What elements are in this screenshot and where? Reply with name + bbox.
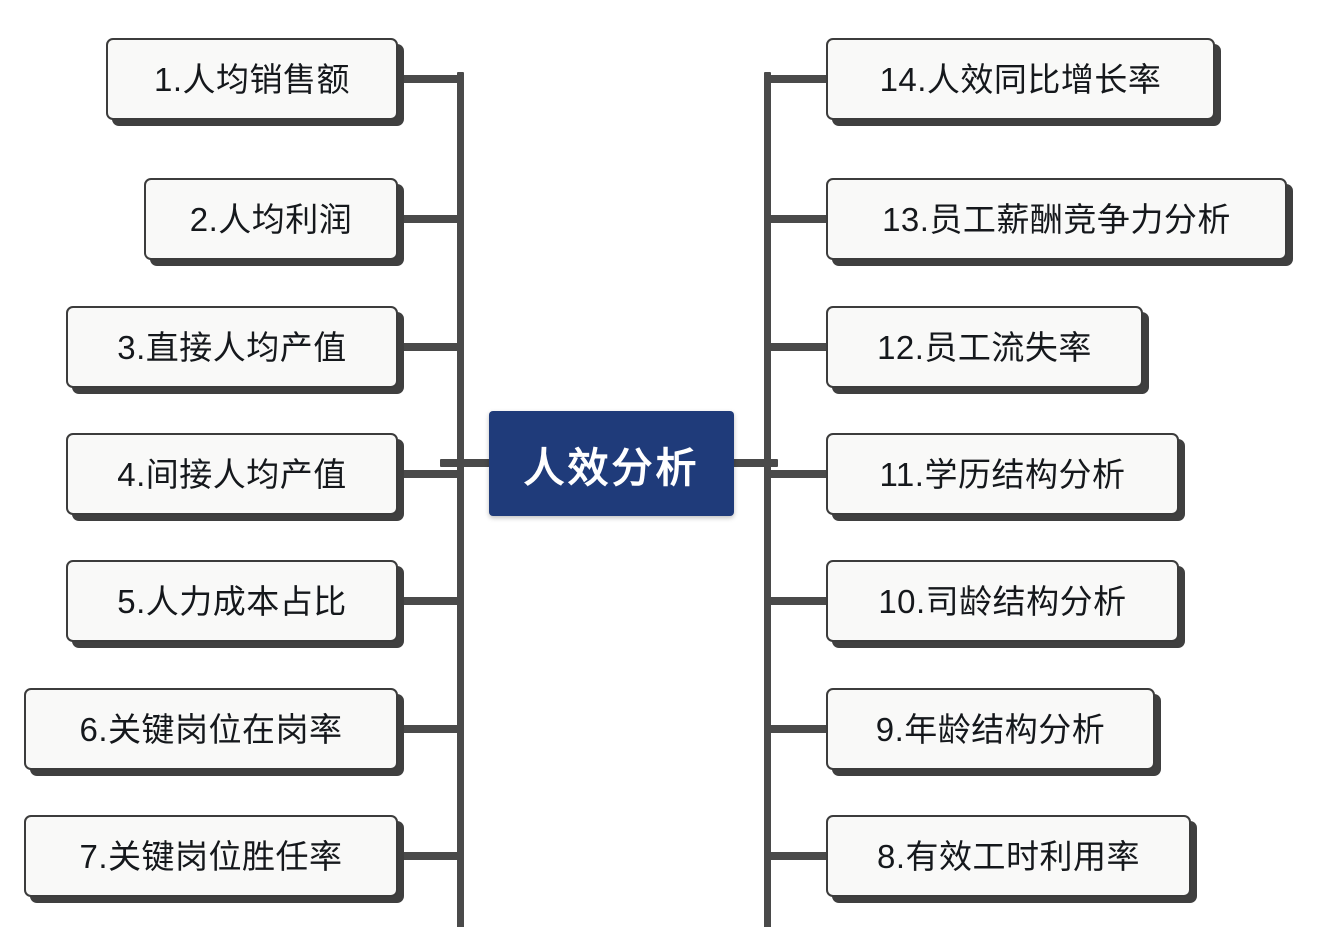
node-5[interactable]: 5.人力成本占比 bbox=[66, 560, 398, 642]
right-branch-spine bbox=[764, 72, 771, 927]
left-connector-5 bbox=[398, 597, 462, 605]
left-connector-1 bbox=[398, 75, 462, 83]
node-4[interactable]: 4.间接人均产值 bbox=[66, 433, 398, 515]
left-connector-6 bbox=[398, 725, 462, 733]
right-connector-13 bbox=[764, 215, 830, 223]
left-branch-spine bbox=[457, 72, 464, 927]
node-9[interactable]: 9.年龄结构分析 bbox=[826, 688, 1155, 770]
node-3[interactable]: 3.直接人均产值 bbox=[66, 306, 398, 388]
right-connector-8 bbox=[764, 852, 830, 860]
right-connector-14 bbox=[764, 75, 830, 83]
node-10[interactable]: 10.司龄结构分析 bbox=[826, 560, 1179, 642]
right-connector-12 bbox=[764, 343, 830, 351]
right-branch-trunk bbox=[730, 459, 778, 467]
node-8[interactable]: 8.有效工时利用率 bbox=[826, 815, 1191, 897]
left-connector-7 bbox=[398, 852, 462, 860]
node-11[interactable]: 11.学历结构分析 bbox=[826, 433, 1179, 515]
left-branch-trunk bbox=[440, 459, 492, 467]
node-7[interactable]: 7.关键岗位胜任率 bbox=[24, 815, 398, 897]
left-connector-3 bbox=[398, 343, 462, 351]
node-6[interactable]: 6.关键岗位在岗率 bbox=[24, 688, 398, 770]
left-connector-4 bbox=[398, 470, 462, 478]
node-14[interactable]: 14.人效同比增长率 bbox=[826, 38, 1215, 120]
node-13[interactable]: 13.员工薪酬竞争力分析 bbox=[826, 178, 1287, 260]
center-node-renxiao-fenxi[interactable]: 人效分析 bbox=[489, 411, 734, 516]
right-connector-11 bbox=[764, 470, 830, 478]
right-connector-10 bbox=[764, 597, 830, 605]
node-1[interactable]: 1.人均销售额 bbox=[106, 38, 398, 120]
node-12[interactable]: 12.员工流失率 bbox=[826, 306, 1143, 388]
node-2[interactable]: 2.人均利润 bbox=[144, 178, 398, 260]
left-connector-2 bbox=[398, 215, 462, 223]
right-connector-9 bbox=[764, 725, 830, 733]
